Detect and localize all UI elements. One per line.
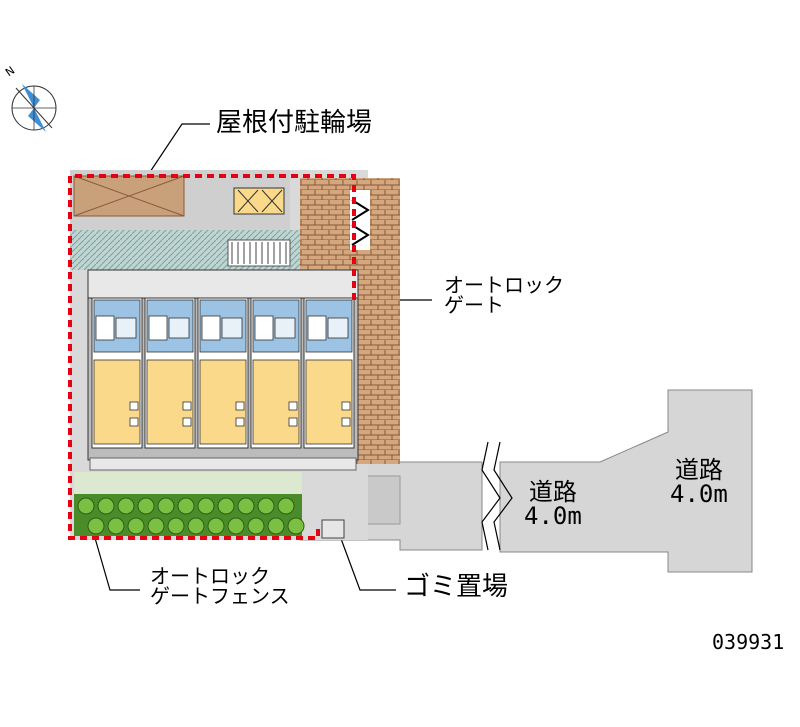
road-b-width: 4.0m — [670, 480, 728, 508]
garbage-area — [321, 519, 345, 539]
road-a-name: 道路 — [528, 478, 577, 506]
apartment-unit — [197, 297, 249, 449]
apartment-unit — [91, 297, 143, 449]
autolock-gate-label: オートロック ゲート — [444, 275, 564, 315]
shrub-icon — [177, 497, 195, 515]
autolock-fence-line-1: オートロック — [150, 564, 270, 588]
garbage-label: ゴミ置場 — [404, 572, 509, 602]
shrub-icon — [267, 517, 285, 535]
bicycle-parking-label: 屋根付駐輪場 — [216, 108, 373, 138]
shrub-icon — [257, 497, 275, 515]
bicycle-parking-area — [73, 175, 285, 217]
shrub-icon — [97, 497, 115, 515]
shrub-icon — [127, 517, 145, 535]
shrub-icon — [167, 517, 185, 535]
building — [87, 269, 359, 461]
shrub-icon — [157, 497, 175, 515]
autolock-gate-line-1: オートロック — [444, 273, 564, 297]
shrub-icon — [277, 497, 295, 515]
autolock-gate-fence-label: オートロック ゲートフェンス — [150, 566, 290, 606]
shrub-icon — [147, 517, 165, 535]
shrub-icon — [237, 497, 255, 515]
shrub-icon — [107, 517, 125, 535]
shrub-icon — [117, 497, 135, 515]
road-b-name: 道路 — [674, 456, 723, 484]
apartment-unit — [303, 297, 355, 449]
shrub-icon — [247, 517, 265, 535]
site-boundary — [68, 174, 356, 540]
road-label-b: 道路 4.0m — [670, 458, 728, 506]
shrub-icon — [217, 497, 235, 515]
greenery — [74, 472, 305, 536]
autolock-gate-line-2: ゲート — [444, 293, 504, 317]
apartment-unit — [250, 297, 302, 449]
shrub-icon — [287, 517, 305, 535]
shrub-icon — [77, 497, 95, 515]
shrub-icon — [207, 517, 225, 535]
apartment-unit — [144, 297, 196, 449]
shrub-icon — [227, 517, 245, 535]
shrub-icon — [87, 517, 105, 535]
shrub-icon — [197, 497, 215, 515]
compass-icon — [11, 84, 57, 132]
road-label-a: 道路 4.0m — [524, 480, 582, 528]
shrub-icon — [137, 497, 155, 515]
autolock-fence-line-2: ゲートフェンス — [150, 584, 290, 608]
shrub-icon — [187, 517, 205, 535]
property-code: 039931 — [712, 630, 785, 654]
road-a-width: 4.0m — [524, 502, 582, 530]
